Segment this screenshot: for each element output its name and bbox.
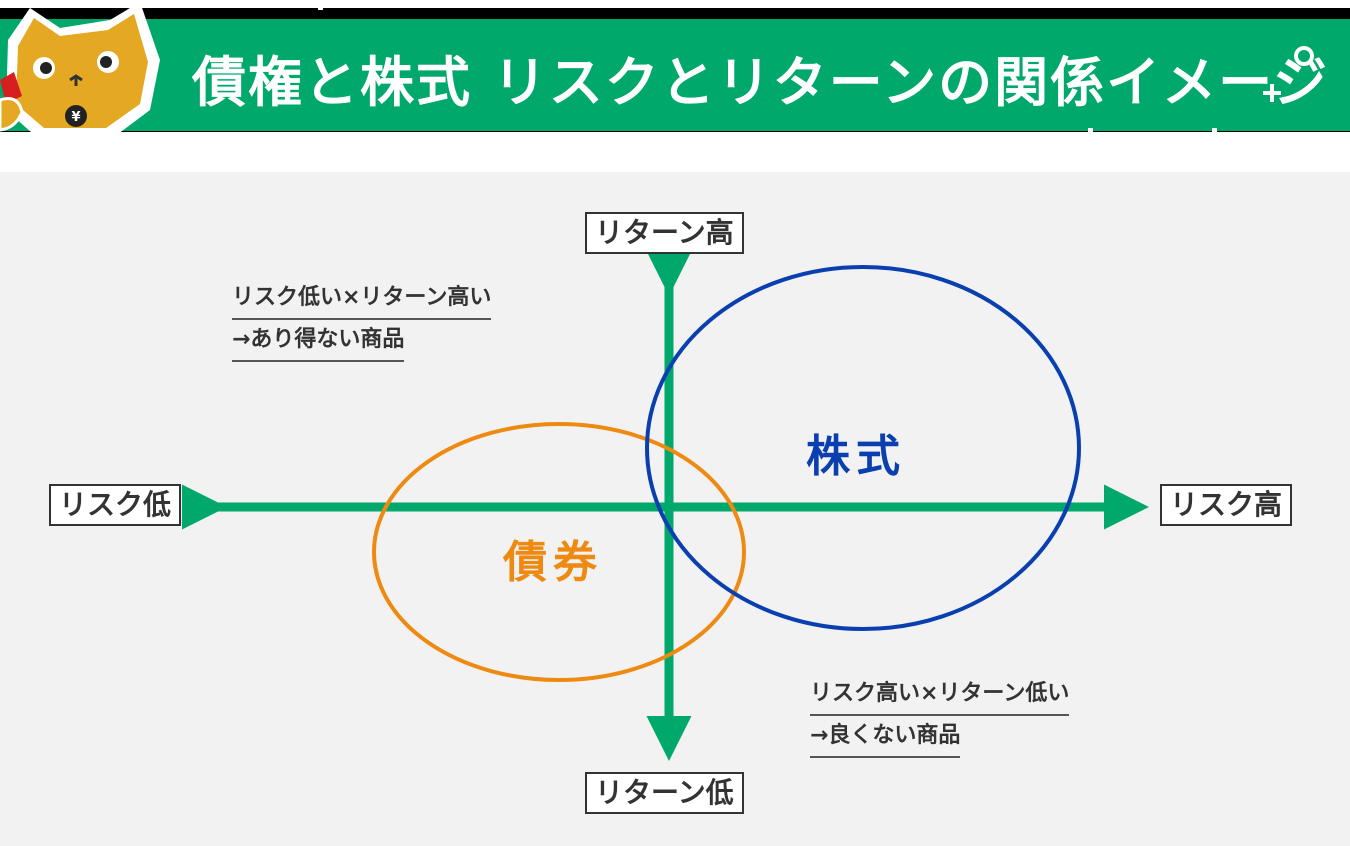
banner-tick-mark [1088,128,1093,140]
note-line: →あり得ない商品 [232,320,405,362]
bonds-label: 債券 [503,537,603,588]
stocks-ellipse [645,265,1081,631]
header-banner-fill [0,19,1350,131]
note-line: リスク高い×リターン低い [810,674,1070,716]
diagram-area: リターン高 リターン低 リスク低 リスク高 リスク低い×リターン高い →あり得な… [0,172,1350,846]
risk-low-label: リスク低 [49,484,182,526]
cat-mascot-icon: ¥ [0,2,160,140]
bonds-ellipse [372,422,746,682]
note-line: リスク低い×リターン高い [232,278,492,320]
note-line: →良くない商品 [810,716,961,758]
note-impossible-product: リスク低い×リターン高い →あり得ない商品 [232,278,492,362]
stocks-label: 株式 [806,431,906,482]
header-banner [0,8,1350,132]
banner-tick-mark [318,0,323,10]
risk-high-label: リスク高 [1160,484,1293,526]
risk-return-diagram [182,251,1149,761]
note-bad-product: リスク高い×リターン低い →良くない商品 [810,674,1070,758]
page-title: 債権と株式 リスクとリターンの関係イメージ [192,51,1330,114]
sparkle-icon [1263,46,1314,102]
return-high-label: リターン高 [585,212,744,254]
svg-text:¥: ¥ [71,110,80,125]
banner-tick-mark [1212,128,1217,140]
return-low-label: リターン低 [585,772,744,814]
